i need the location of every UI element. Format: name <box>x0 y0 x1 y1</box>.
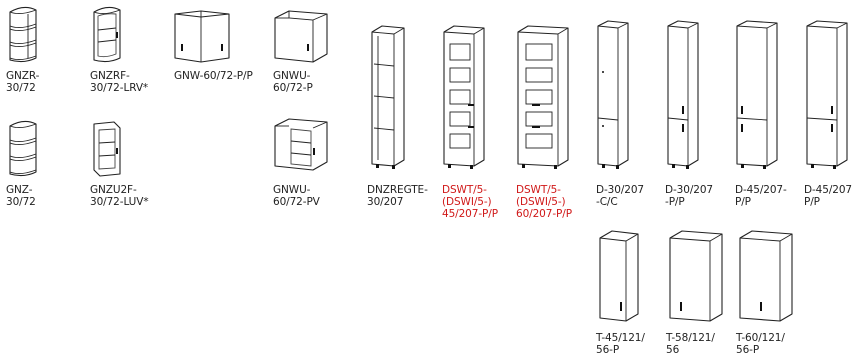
cabinet-d-45-207-pp-2-drawing <box>806 20 848 169</box>
cabinet-t-60-121-56-p-drawing <box>739 230 793 322</box>
cabinet-dnzregte-30-207-drawing <box>371 25 405 169</box>
cabinet-label: DSWT/5- (DSWI/5-) 45/207-P/P <box>442 184 498 220</box>
cabinet-label: T-58/121/ 56 <box>666 332 715 356</box>
cabinet-d-45-207-pp-drawing <box>736 20 778 169</box>
cabinet-d-30-207-pp-drawing <box>667 20 699 169</box>
cabinet-label: D-30/207 -C/C <box>596 184 645 208</box>
cabinet-gnzrf-30-72-lrv-drawing <box>93 6 121 63</box>
cabinet-t-58-121-56-drawing <box>669 230 723 322</box>
cabinet-gnz-30-72-drawing <box>9 120 37 177</box>
cabinet-label: GNWU- 60/72-P <box>273 70 313 94</box>
cabinet-dswt5-60-207-pp-drawing <box>517 25 569 169</box>
cabinet-gnw-60-72-pp-drawing <box>174 10 230 63</box>
cabinet-gnzr-30-72-drawing <box>9 6 37 63</box>
cabinet-gnwu-60-72-pv-drawing <box>274 118 328 171</box>
cabinet-label: GNWU- 60/72-PV <box>273 184 320 208</box>
cabinet-label: T-45/121/ 56-P <box>596 332 645 356</box>
cabinet-label: DSWT/5- (DSWI/5-) 60/207-P/P <box>516 184 572 220</box>
cabinet-label: D-30/207 -P/P <box>665 184 714 208</box>
cabinet-label: GNW-60/72-P/P <box>174 70 253 82</box>
cabinet-label: GNZ- 30/72 <box>6 184 36 208</box>
cabinet-label: T-60/121/ 56-P <box>736 332 785 356</box>
cabinet-label: DNZREGTE- 30/207 <box>367 184 428 208</box>
cabinet-d-30-207-cc-drawing <box>597 20 629 169</box>
cabinet-label: GNZU2F- 30/72-LUV* <box>90 184 149 208</box>
cabinet-label: GNZRF- 30/72-LRV* <box>90 70 149 94</box>
cabinet-label: GNZR- 30/72 <box>6 70 40 94</box>
cabinet-dswt5-45-207-pp-drawing <box>443 25 485 169</box>
cabinet-gnwu-60-72-p-drawing <box>274 10 328 63</box>
cabinet-t-45-121-56-p-drawing <box>599 230 639 322</box>
cabinet-gnzu2f-30-72-luv-drawing <box>93 121 121 177</box>
cabinet-label: D-45/207 P/P <box>804 184 853 208</box>
cabinet-label: D-45/207- P/P <box>735 184 787 208</box>
